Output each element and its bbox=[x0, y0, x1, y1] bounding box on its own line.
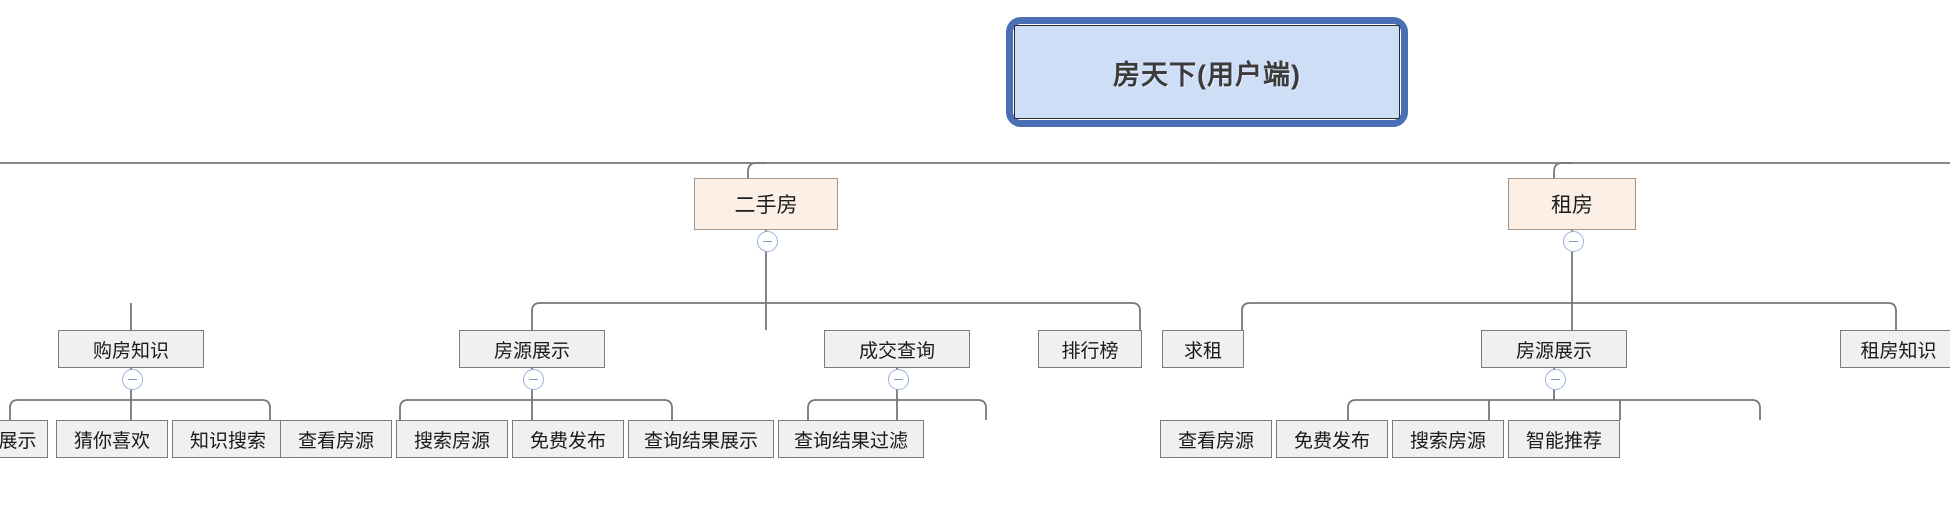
node-zhishisousuo[interactable]: 知识搜索 bbox=[172, 420, 284, 458]
node-cainixihuan[interactable]: 猜你喜欢 bbox=[56, 420, 168, 458]
node-goufangzhishi[interactable]: 购房知识 bbox=[58, 330, 204, 368]
node-chaxunjieguozhanshi[interactable]: 查询结果展示 bbox=[628, 420, 774, 458]
collapse-toggle-fangyuanzhanshi-ershoufang[interactable] bbox=[523, 369, 544, 390]
node-ershoufang[interactable]: 二手房 bbox=[694, 178, 838, 230]
collapse-toggle-goufangzhishi[interactable] bbox=[122, 369, 143, 390]
node-sousuofangyuan-zufang[interactable]: 搜索房源 bbox=[1392, 420, 1504, 458]
node-chakanfangyuan-ershoufang[interactable]: 查看房源 bbox=[280, 420, 392, 458]
node-chengjiaochaxun[interactable]: 成交查询 bbox=[824, 330, 970, 368]
node-fangyuanzhanshi-ershoufang[interactable]: 房源展示 bbox=[459, 330, 605, 368]
node-qiuzu[interactable]: 求租 bbox=[1162, 330, 1244, 368]
collapse-toggle-ershoufang[interactable] bbox=[757, 231, 778, 252]
node-paihangbang[interactable]: 排行榜 bbox=[1038, 330, 1142, 368]
node-chakanfangyuan-zufang[interactable]: 查看房源 bbox=[1160, 420, 1272, 458]
node-zhanshi-clipped[interactable]: 展示 bbox=[0, 420, 48, 458]
node-zhinengtuijian[interactable]: 智能推荐 bbox=[1508, 420, 1620, 458]
node-root[interactable]: 房天下(用户端) bbox=[1014, 25, 1400, 119]
collapse-toggle-chengjiaochaxun[interactable] bbox=[888, 369, 909, 390]
collapse-toggle-zufang[interactable] bbox=[1563, 231, 1584, 252]
node-mianfeifabu-ershoufang[interactable]: 免费发布 bbox=[512, 420, 624, 458]
node-mianfeifabu-zufang[interactable]: 免费发布 bbox=[1276, 420, 1388, 458]
node-fangyuanzhanshi-zufang[interactable]: 房源展示 bbox=[1481, 330, 1627, 368]
node-chaxunjieguoguolv[interactable]: 查询结果过滤 bbox=[778, 420, 924, 458]
node-zufangzhishi[interactable]: 租房知识 bbox=[1840, 330, 1950, 368]
node-sousuofangyuan-ershoufang[interactable]: 搜索房源 bbox=[396, 420, 508, 458]
collapse-toggle-fangyuanzhanshi-zufang[interactable] bbox=[1545, 369, 1566, 390]
node-zufang[interactable]: 租房 bbox=[1508, 178, 1636, 230]
